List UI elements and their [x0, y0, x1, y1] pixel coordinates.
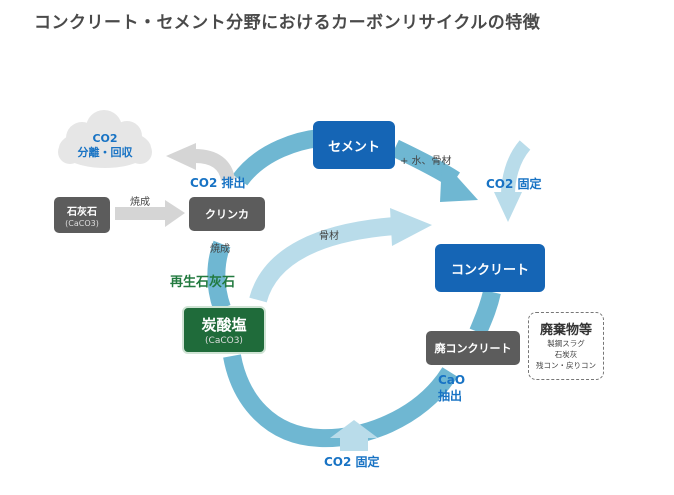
arrow-icon	[166, 143, 235, 182]
page-title: コンクリート・セメント分野におけるカーボンリサイクルの特徴	[34, 13, 541, 33]
limestone-name: 石灰石	[67, 206, 97, 218]
cloud-icon	[58, 110, 152, 168]
carbonate-node: 炭酸塩 (CaCO3)	[182, 306, 266, 354]
waste-title: 廃棄物等	[539, 323, 592, 338]
co2-separation-cloud-label: CO2 分離・回収	[68, 132, 142, 160]
waste-concrete-node: 廃コンクリート	[426, 331, 520, 365]
arrow-icon	[330, 420, 378, 451]
waste-item: 残コン・戻りコン	[536, 361, 596, 370]
calcination-label-side: 焼成	[210, 244, 230, 255]
cao-extract-label-2: 抽出	[438, 389, 463, 403]
cloud-line-2: 分離・回収	[77, 146, 133, 159]
aggregate-label: 骨材	[319, 231, 339, 242]
clinker-node: クリンカ	[189, 197, 265, 231]
carbonate-name: 炭酸塩	[201, 316, 247, 334]
waste-item: 製鋼スラグ	[547, 339, 585, 348]
calcination-label-top: 焼成	[130, 197, 150, 208]
arrow-icon	[249, 208, 432, 303]
limestone-formula: (CaCO3)	[65, 218, 99, 228]
co2-exhaust-label: CO2 排出	[190, 176, 246, 190]
cao-extract-label-1: CaO	[438, 373, 466, 387]
water-aggregate-label: + 水、骨材	[400, 156, 452, 167]
waste-materials-box: 廃棄物等 製鋼スラグ 石炭灰 残コン・戻りコン	[528, 312, 604, 380]
carbonate-formula: (CaCO3)	[205, 336, 243, 346]
co2-fixation-bottom-label: CO2 固定	[324, 455, 380, 469]
co2-fixation-right-label: CO2 固定	[486, 177, 542, 191]
arrow-icon	[494, 140, 531, 222]
cloud-line-1: CO2	[92, 132, 118, 145]
limestone-node: 石灰石 (CaCO3)	[54, 197, 110, 233]
concrete-node: コンクリート	[435, 244, 545, 292]
arrow-icon	[115, 200, 185, 227]
cement-node: セメント	[313, 121, 395, 169]
waste-item: 石炭灰	[554, 350, 578, 359]
recycled-limestone-label: 再生石灰石	[170, 275, 236, 290]
